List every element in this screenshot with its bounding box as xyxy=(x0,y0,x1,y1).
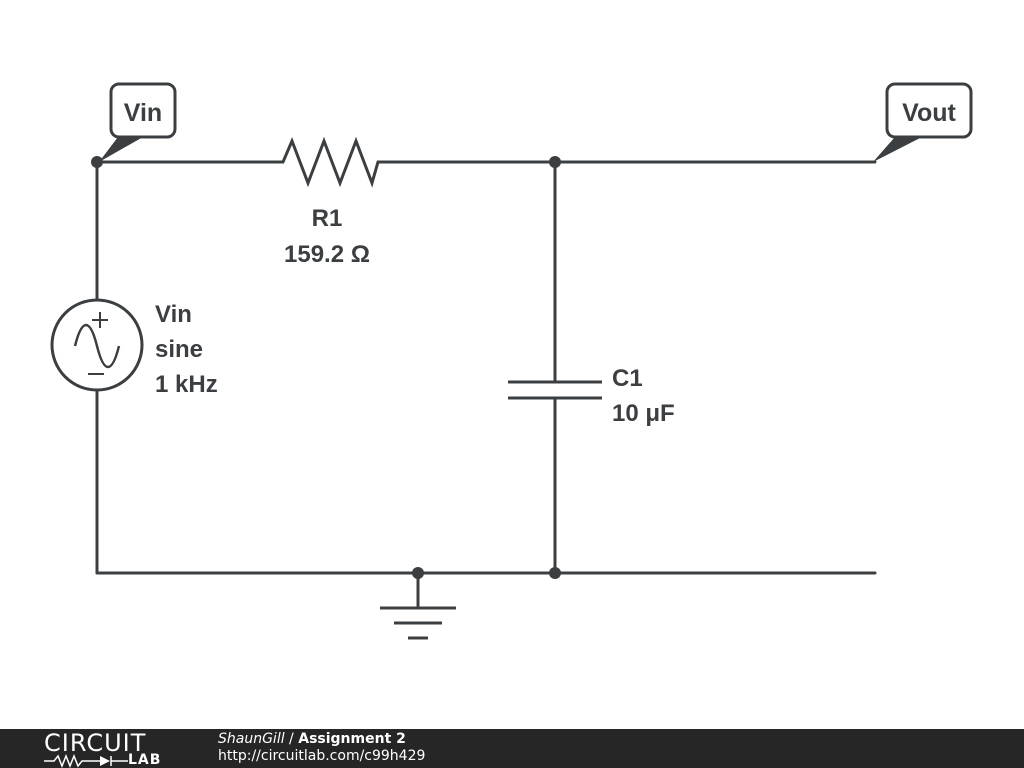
capacitor-value-label: 10 μF xyxy=(612,400,675,427)
resistor-name-label: R1 xyxy=(312,205,343,232)
credit-separator: / xyxy=(284,731,299,747)
junction-dot-bottom-cap xyxy=(549,567,561,579)
logo-text-circuit: CIRCUIT xyxy=(44,729,147,757)
junction-dot-ground xyxy=(412,567,424,579)
sine-source-vin[interactable] xyxy=(50,298,144,392)
capacitor-name-label: C1 xyxy=(612,365,643,392)
source-name-label: Vin xyxy=(155,301,192,328)
vout-flag[interactable]: Vout xyxy=(873,82,973,162)
vin-flag-label: Vin xyxy=(124,99,162,127)
logo-text-lab: LAB xyxy=(128,752,162,768)
resistor-r1[interactable] xyxy=(272,136,382,188)
source-type-label: sine xyxy=(155,336,203,363)
resistor-value-label: 159.2 Ω xyxy=(284,241,370,268)
circuit-url-link[interactable]: http://circuitlab.com/c99h429 xyxy=(218,748,426,764)
junction-dot-top xyxy=(549,156,561,168)
junction-dot-vin xyxy=(91,156,103,168)
vin-flag[interactable]: Vin xyxy=(99,82,177,162)
ground-symbol[interactable] xyxy=(380,571,456,640)
footer-bar: CIRCUIT LAB ShaunGill / Assignment 2 htt… xyxy=(0,729,1024,768)
source-frequency-label: 1 kHz xyxy=(155,371,218,398)
circuit-title-link[interactable]: Assignment 2 xyxy=(298,731,406,747)
circuitlab-logo[interactable]: CIRCUIT LAB xyxy=(44,729,176,768)
author-link[interactable]: ShaunGill xyxy=(218,731,285,747)
logo-wave-icon xyxy=(44,754,128,768)
circuit-credit: ShaunGill / Assignment 2 http://circuitl… xyxy=(218,731,425,765)
schematic-canvas: Vin Vout R1 159.2 Ω Vin sine 1 kHz C1 10… xyxy=(50,82,973,640)
capacitor-c1[interactable] xyxy=(508,380,602,400)
vout-flag-label: Vout xyxy=(902,99,956,127)
